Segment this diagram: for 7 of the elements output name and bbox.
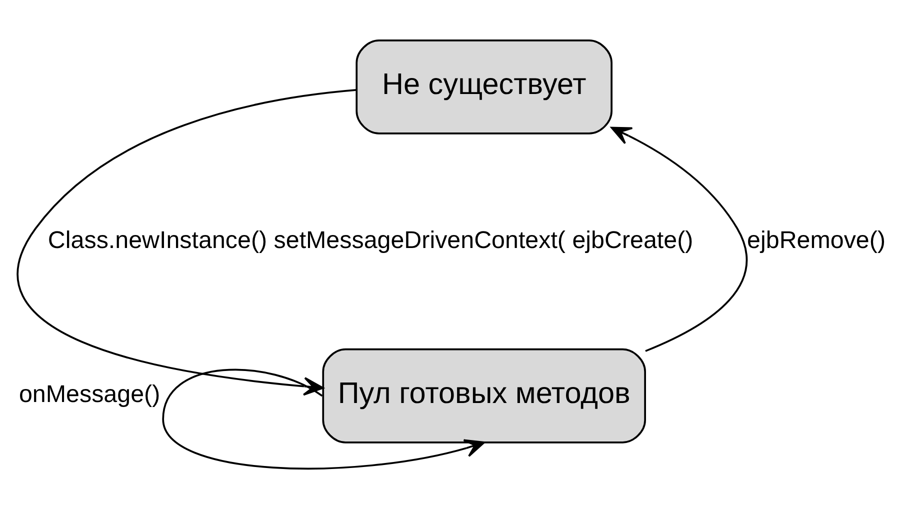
node-box: Пул готовых методов <box>322 348 646 443</box>
arrow <box>162 368 486 470</box>
edge-label: onMessage() <box>18 380 160 408</box>
node-box: Не существует <box>356 39 612 134</box>
edge-label: ejbRemove() <box>747 226 886 254</box>
arrow <box>610 126 748 352</box>
edge-label: Class.newInstance() setMessageDrivenContext( ejbCreate() <box>48 226 694 254</box>
